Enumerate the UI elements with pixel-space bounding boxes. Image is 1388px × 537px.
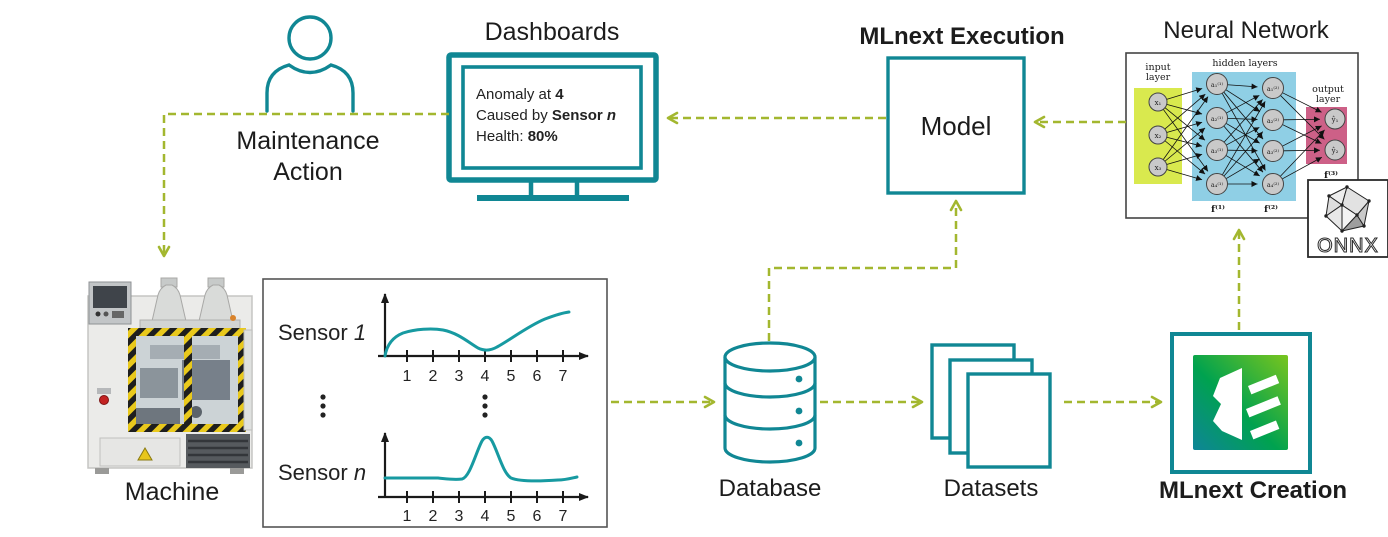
svg-text:x₁: x₁ [1155,99,1162,107]
onnx-polyhedron-icon [1324,185,1371,233]
machine-label: Machine [124,478,220,506]
svg-text:2: 2 [429,368,438,385]
dashboard-monitor-icon [446,52,659,201]
mlnext-creation-label: MLnext Creation [1158,477,1348,504]
svg-text:layer: layer [1146,72,1171,83]
nn-nodes [1148,73,1346,195]
screen-line-anomaly: Anomaly at 4 [476,86,564,103]
svg-text:ŷ₂: ŷ₂ [1331,147,1339,155]
neural-network-figure: input layer hidden layers output layer x… [1125,52,1359,219]
svg-text:4: 4 [481,368,490,385]
svg-text:f⁽¹⁾: f⁽¹⁾ [1211,204,1225,215]
screen-line-cause: Caused by Sensor n [476,107,617,124]
svg-text:output: output [1312,84,1344,95]
svg-text:a₄⁽¹⁾: a₄⁽¹⁾ [1211,181,1224,189]
sensorn-plot [378,432,589,503]
screen-line-health: Health: 80% [476,128,558,145]
svg-text:x₃: x₃ [1155,164,1162,172]
database-label: Database [718,475,822,502]
sensor1-plot [378,293,589,362]
machine-hoppers [139,277,241,331]
neural-network-title: Neural Network [1163,17,1329,44]
svg-text:3: 3 [455,508,464,525]
arrow-dashboard-to-machine [157,112,449,258]
datasets-icon [930,343,1052,469]
ellipsis-dots [320,394,488,418]
svg-text:a₁⁽¹⁾: a₁⁽¹⁾ [1211,81,1224,89]
nn-connections [1162,83,1325,187]
svg-text:input: input [1145,62,1170,73]
svg-text:a₃⁽²⁾: a₃⁽²⁾ [1267,148,1280,156]
nn-labels: input layer hidden layers output layer x… [1145,58,1344,215]
svg-text:a₁⁽²⁾: a₁⁽²⁾ [1267,85,1280,93]
svg-text:a₂⁽²⁾: a₂⁽²⁾ [1267,117,1280,125]
database-icon [723,341,817,464]
svg-text:7: 7 [559,368,568,385]
svg-text:2: 2 [429,508,438,525]
svg-text:7: 7 [559,508,568,525]
warning-triangle-icon [137,447,153,461]
person-icon [265,15,355,113]
svg-text:a₃⁽¹⁾: a₃⁽¹⁾ [1211,147,1224,155]
datasets-label: Datasets [943,475,1039,502]
hazard-stripes [128,328,246,432]
maintenance-action-label: Maintenance Action [236,127,380,187]
svg-text:5: 5 [507,508,516,525]
mlnext-execution-title: MLnext Execution [859,23,1065,50]
svg-text:1: 1 [403,508,412,525]
model-box [886,56,1026,195]
svg-text:hidden layers: hidden layers [1212,58,1277,69]
arrow-database-to-model [767,199,963,341]
svg-text:4: 4 [481,508,490,525]
onnx-wordmark: ONNX [1317,235,1379,257]
svg-text:3: 3 [455,368,464,385]
sensor1-label: Sensor 1 [278,320,367,345]
mlnext-creation-box [1170,332,1312,474]
sensorn-curve [383,435,579,483]
flow-arrows [157,111,1246,409]
svg-text:a₄⁽²⁾: a₄⁽²⁾ [1267,181,1280,189]
svg-text:6: 6 [533,368,542,385]
svg-text:layer: layer [1316,94,1341,105]
svg-text:ŷ₁: ŷ₁ [1331,116,1339,124]
dashboards-title: Dashboards [484,18,620,46]
svg-text:6: 6 [533,508,542,525]
emergency-button-icon [99,395,109,405]
svg-text:1: 1 [403,368,412,385]
model-label: Model [920,111,992,141]
sensorn-label: Sensor n [278,460,367,485]
dashboard-screen-text: Anomaly at 4 Caused by Sensor n Health: … [476,84,646,147]
onnx-logo: ONNX [1307,179,1388,258]
mlnext-logo-glyph [1213,368,1281,440]
svg-text:a₂⁽¹⁾: a₂⁽¹⁾ [1211,115,1224,123]
sensor1-curve [383,310,571,358]
svg-text:5: 5 [507,368,516,385]
svg-text:f⁽²⁾: f⁽²⁾ [1264,204,1278,215]
svg-text:x₂: x₂ [1155,132,1162,140]
machine-photo [87,277,253,474]
svg-text:f⁽³⁾: f⁽³⁾ [1324,170,1338,181]
